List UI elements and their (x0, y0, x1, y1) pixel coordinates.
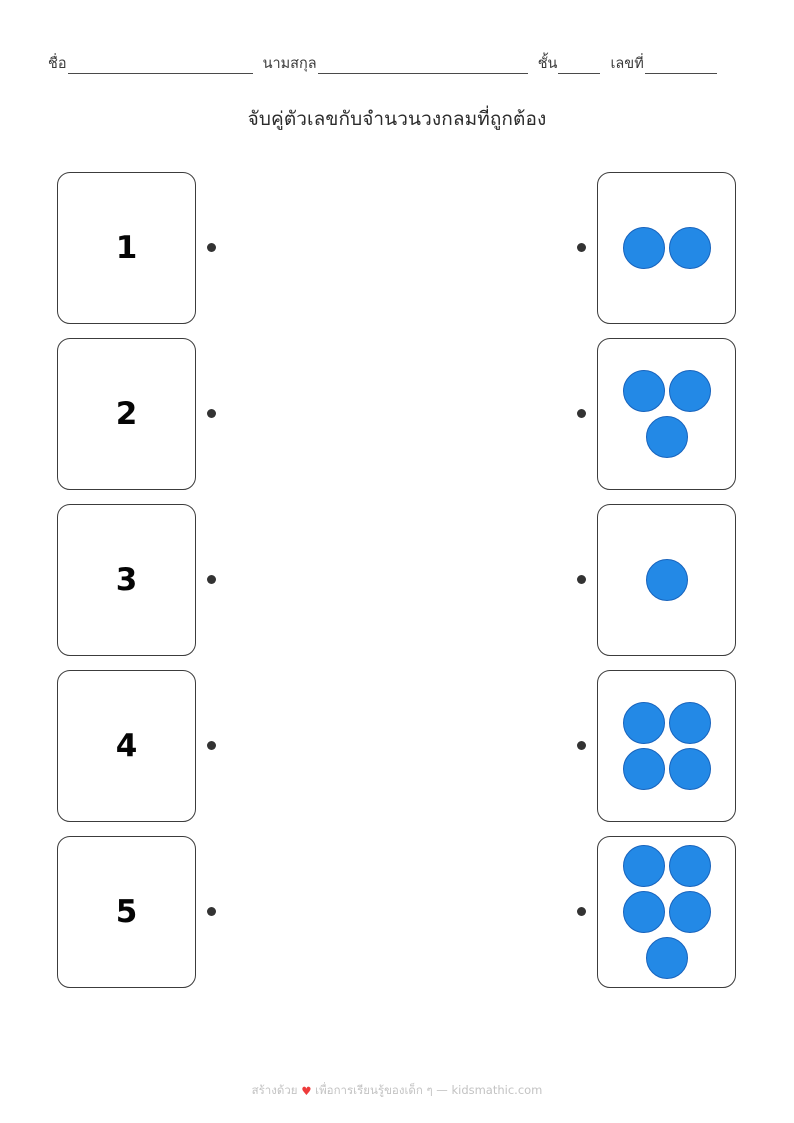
connector-dot-right[interactable] (577, 243, 586, 252)
blank-first-name[interactable] (67, 58, 253, 74)
number-card[interactable]: 2 (57, 338, 196, 490)
number-card-value: 1 (115, 229, 138, 266)
matching-rows: 1 2 3 4 5 (0, 172, 794, 1002)
field-last-name: นามสกุล (263, 57, 528, 74)
matching-row: 2 (0, 338, 794, 490)
circle-card[interactable] (597, 504, 736, 656)
circle-group (617, 702, 717, 790)
connector-dot-right[interactable] (577, 409, 586, 418)
circle-group (617, 370, 717, 458)
page-title: จับคู่ตัวเลขกับจำนวนวงกลมที่ถูกต้อง (247, 108, 547, 130)
number-card[interactable]: 3 (57, 504, 196, 656)
blank-class[interactable] (558, 58, 601, 74)
circle-shape (668, 891, 711, 933)
number-card-value: 2 (115, 395, 138, 432)
connector-dot-left[interactable] (207, 907, 216, 916)
connector-dot-left[interactable] (207, 741, 216, 750)
circle-shape (668, 227, 711, 269)
field-student-number: เลขที่ (610, 56, 717, 74)
matching-row: 5 (0, 836, 794, 988)
circle-card[interactable] (597, 338, 736, 490)
circle-shape (668, 702, 711, 744)
field-label-last-name: นามสกุล (262, 56, 317, 72)
connector-dot-right[interactable] (577, 741, 586, 750)
connector-dot-left[interactable] (207, 409, 216, 418)
connector-dot-right[interactable] (577, 907, 586, 916)
circle-shape (645, 559, 688, 601)
field-class: ชั้น (538, 57, 601, 74)
circle-shape (622, 891, 665, 933)
circle-shape (622, 370, 665, 412)
matching-row: 4 (0, 670, 794, 822)
circle-shape (645, 937, 688, 979)
circle-shape (668, 370, 711, 412)
number-card[interactable]: 4 (57, 670, 196, 822)
matching-row: 3 (0, 504, 794, 656)
footer-text-after: เพื่อการเรียนรู้ของเด็ก ๆ — kidsmathic.c… (315, 1083, 543, 1097)
matching-row: 1 (0, 172, 794, 324)
number-card-value: 4 (115, 727, 138, 764)
circle-shape (668, 845, 711, 887)
circle-card[interactable] (597, 670, 736, 822)
footer-text-before: สร้างด้วย (251, 1083, 298, 1097)
footer-credit: สร้างด้วย ♥ เพื่อการเรียนรู้ของเด็ก ๆ — … (0, 1082, 794, 1100)
connector-dot-left[interactable] (207, 575, 216, 584)
field-first-name: ชื่อ (48, 57, 253, 74)
circle-shape (622, 227, 665, 269)
number-card[interactable]: 1 (57, 172, 196, 324)
blank-student-number[interactable] (644, 58, 717, 74)
number-card[interactable]: 5 (57, 836, 196, 988)
field-label-student-number: เลขที่ (610, 56, 644, 72)
circle-card[interactable] (597, 836, 736, 988)
number-card-value: 3 (115, 561, 138, 598)
heart-icon: ♥ (301, 1084, 312, 1098)
circle-group (617, 227, 717, 269)
circle-group (617, 845, 717, 979)
circle-shape (668, 748, 711, 790)
circle-shape (645, 416, 688, 458)
circle-shape (622, 702, 665, 744)
number-card-value: 5 (115, 893, 138, 930)
circle-group (617, 559, 717, 601)
connector-dot-left[interactable] (207, 243, 216, 252)
field-label-first-name: ชื่อ (48, 56, 67, 72)
circle-shape (622, 845, 665, 887)
blank-last-name[interactable] (317, 58, 528, 74)
circle-card[interactable] (597, 172, 736, 324)
field-label-class: ชั้น (537, 56, 558, 72)
connector-dot-right[interactable] (577, 575, 586, 584)
student-info-bar: ชื่อ นามสกุล ชั้น เลขที่ (48, 57, 748, 74)
circle-shape (622, 748, 665, 790)
